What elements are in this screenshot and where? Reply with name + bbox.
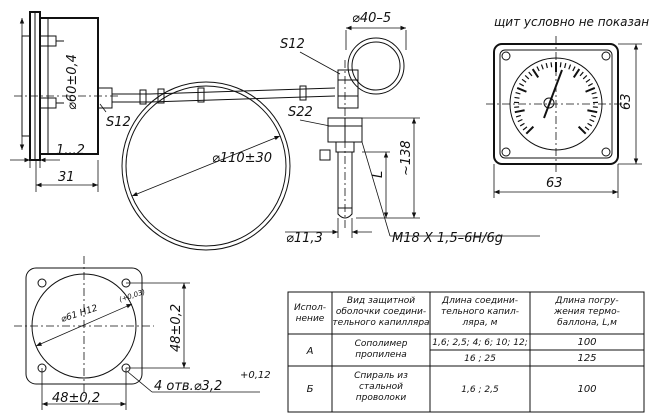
dial-tick <box>528 71 533 77</box>
dial-tick <box>516 87 527 93</box>
dial-tick <box>587 122 593 127</box>
capillary-coil <box>121 37 405 251</box>
holes-tol: +0,12 <box>240 370 271 381</box>
dim-front-h63: 63 <box>619 93 634 110</box>
dial-tick <box>585 87 596 93</box>
dial-tick <box>568 64 572 70</box>
gauge-case <box>39 17 99 155</box>
dial-tick <box>564 63 567 69</box>
dial-tick <box>531 68 540 78</box>
thermo-bulb <box>319 60 363 230</box>
dial-tick <box>591 92 597 95</box>
dial-tick <box>587 109 598 114</box>
th-cap: Длина соедини-тельного капил-ляра, м <box>441 296 519 328</box>
label-s12-top: S12 <box>280 37 305 52</box>
td-cap-b: 1,6 ; 2,5 <box>461 385 499 395</box>
dial-tick <box>536 66 540 72</box>
dim-d40: ⌀40–5 <box>352 11 391 26</box>
td-cap-a2: 16 ; 25 <box>464 354 496 364</box>
dial-tick <box>517 118 523 123</box>
dim-range-1-2: 1...2 <box>56 143 85 158</box>
th-depth: Длина погру-жения термо-баллона, L,м <box>553 296 620 328</box>
dial-tick <box>559 62 562 68</box>
dim-w31: 31 <box>58 170 75 185</box>
td-depth-a1: 100 <box>577 337 596 348</box>
td-depth-a2: 125 <box>577 353 596 364</box>
dial-tick <box>525 125 535 135</box>
dim-l: L <box>371 171 386 178</box>
dial-tick <box>519 122 525 127</box>
cut-d61: ⌀61 H12 <box>60 304 99 325</box>
dim-d110: ⌀110±30 <box>212 151 272 166</box>
thread-callout: M18 X 1,5–6H/6g <box>392 231 503 246</box>
dial-tick <box>585 78 591 83</box>
cut-w48: 48±0,2 <box>52 391 100 406</box>
dial-tick <box>514 96 520 99</box>
dial-tick <box>579 71 584 77</box>
td-cap-a1: 1,6; 2,5; 4; 6; 10; 12; <box>432 338 527 348</box>
gauge-front-view <box>486 36 628 172</box>
gauge-needle <box>543 69 563 119</box>
dial-tick <box>591 114 597 118</box>
dim-front-w63: 63 <box>546 176 563 191</box>
dial-tick <box>572 68 581 78</box>
dial-tick <box>515 92 521 95</box>
dim-d11-3: ⌀11,3 <box>286 231 323 246</box>
dial-tick <box>519 82 525 87</box>
th-variant: Испол-нение <box>294 303 326 324</box>
dial-tick <box>584 126 590 131</box>
cut-h48: 48±0,2 <box>169 304 184 352</box>
dim-d60: ⌀60±0,4 <box>65 54 80 110</box>
dial-tick <box>515 114 521 118</box>
td-variant-a: А <box>306 346 314 357</box>
dial-tick <box>524 75 530 80</box>
td-depth-b: 100 <box>577 384 596 395</box>
dial-tick <box>521 78 527 83</box>
dial-tick <box>514 109 525 114</box>
dial-tick <box>522 126 528 131</box>
label-s22: S22 <box>288 105 313 120</box>
dial-tick <box>545 63 548 69</box>
dial-tick <box>587 82 593 87</box>
dial-tick <box>592 96 598 99</box>
dial-tick <box>550 62 553 68</box>
dial-tick <box>572 66 576 72</box>
dim-h138: ~138 <box>399 140 414 176</box>
td-variant-b: Б <box>307 384 314 395</box>
dim-s12-left: S12 <box>106 115 131 130</box>
dial-tick <box>577 125 587 135</box>
note-panel-not-shown: щит условно не показан <box>494 15 649 29</box>
dial-tick <box>540 64 544 70</box>
gauge-side-view <box>14 11 150 161</box>
dial-tick <box>589 118 595 123</box>
dial-tick <box>582 75 588 80</box>
panel-cutout <box>14 256 154 396</box>
holes-callout: 4 отв.⌀3,2 <box>154 379 222 394</box>
